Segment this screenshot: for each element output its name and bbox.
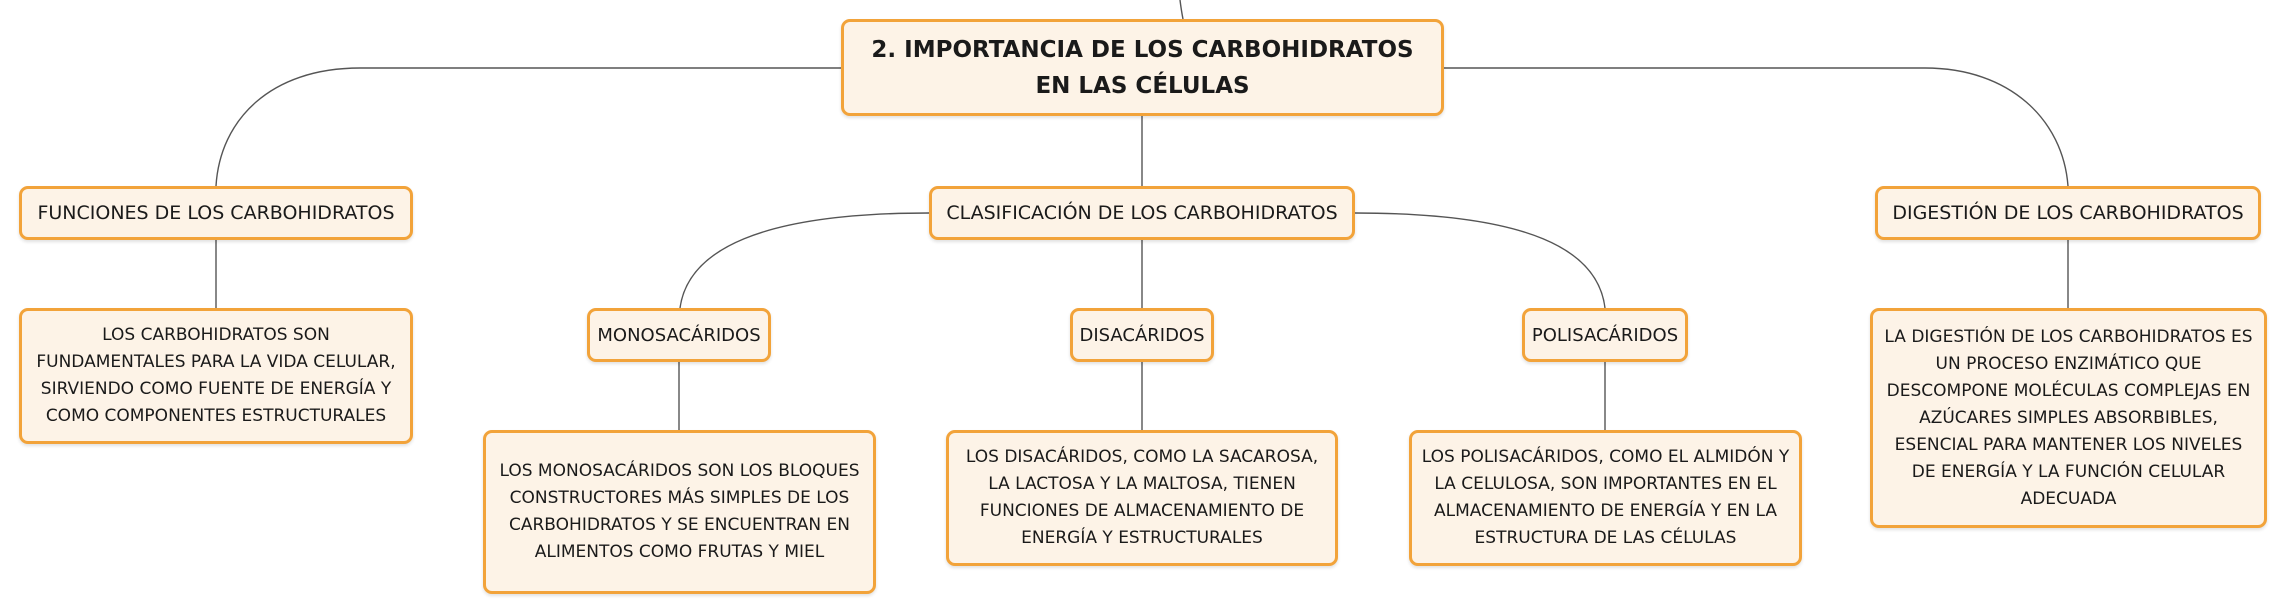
monosacaridos-title: MONOSACÁRIDOS: [597, 324, 761, 346]
connector-parent-root: [1179, 0, 1184, 20]
digestion-node[interactable]: DIGESTIÓN DE LOS CARBOHIDRATOS: [1875, 186, 2261, 240]
disacaridos-title: DISACÁRIDOS: [1079, 324, 1205, 346]
digestion-desc-node[interactable]: LA DIGESTIÓN DE LOS CARBOHIDRATOS ES UN …: [1870, 308, 2267, 528]
root-title: 2. IMPORTANCIA DE LOS CARBOHIDRATOS EN L…: [871, 36, 1414, 99]
disacaridos-desc-node[interactable]: LOS DISACÁRIDOS, COMO LA SACAROSA, LA LA…: [946, 430, 1338, 566]
polisacaridos-title: POLISACÁRIDOS: [1531, 324, 1679, 346]
funciones-title: FUNCIONES DE LOS CARBOHIDRATOS: [37, 202, 395, 224]
monosacaridos-node[interactable]: MONOSACÁRIDOS: [587, 308, 771, 362]
digestion-title: DIGESTIÓN DE LOS CARBOHIDRATOS: [1892, 202, 2244, 224]
monosacaridos-desc-text: LOS MONOSACÁRIDOS SON LOS BLOQUES CONSTR…: [499, 461, 860, 562]
connector-clasif-mono: [679, 212, 930, 309]
polisacaridos-desc-text: LOS POLISACÁRIDOS, COMO EL ALMIDÓN Y LA …: [1421, 447, 1790, 548]
connector-root-digestion: [1444, 67, 2069, 187]
disacaridos-desc-text: LOS DISACÁRIDOS, COMO LA SACAROSA, LA LA…: [965, 447, 1319, 548]
connector-root-funciones: [215, 67, 841, 187]
funciones-node[interactable]: FUNCIONES DE LOS CARBOHIDRATOS: [19, 186, 413, 240]
disacaridos-node[interactable]: DISACÁRIDOS: [1070, 308, 1214, 362]
polisacaridos-node[interactable]: POLISACÁRIDOS: [1522, 308, 1688, 362]
clasificacion-title: CLASIFICACIÓN DE LOS CARBOHIDRATOS: [946, 202, 1338, 224]
funciones-desc-node[interactable]: LOS CARBOHIDRATOS SON FUNDAMENTALES PARA…: [19, 308, 413, 444]
root-node[interactable]: 2. IMPORTANCIA DE LOS CARBOHIDRATOS EN L…: [841, 19, 1444, 116]
clasificacion-node[interactable]: CLASIFICACIÓN DE LOS CARBOHIDRATOS: [929, 186, 1355, 240]
digestion-desc-text: LA DIGESTIÓN DE LOS CARBOHIDRATOS ES UN …: [1884, 326, 2253, 509]
polisacaridos-desc-node[interactable]: LOS POLISACÁRIDOS, COMO EL ALMIDÓN Y LA …: [1409, 430, 1802, 566]
connector-clasif-poli: [1354, 212, 1606, 309]
monosacaridos-desc-node[interactable]: LOS MONOSACÁRIDOS SON LOS BLOQUES CONSTR…: [483, 430, 876, 594]
funciones-desc-text: LOS CARBOHIDRATOS SON FUNDAMENTALES PARA…: [36, 325, 396, 426]
